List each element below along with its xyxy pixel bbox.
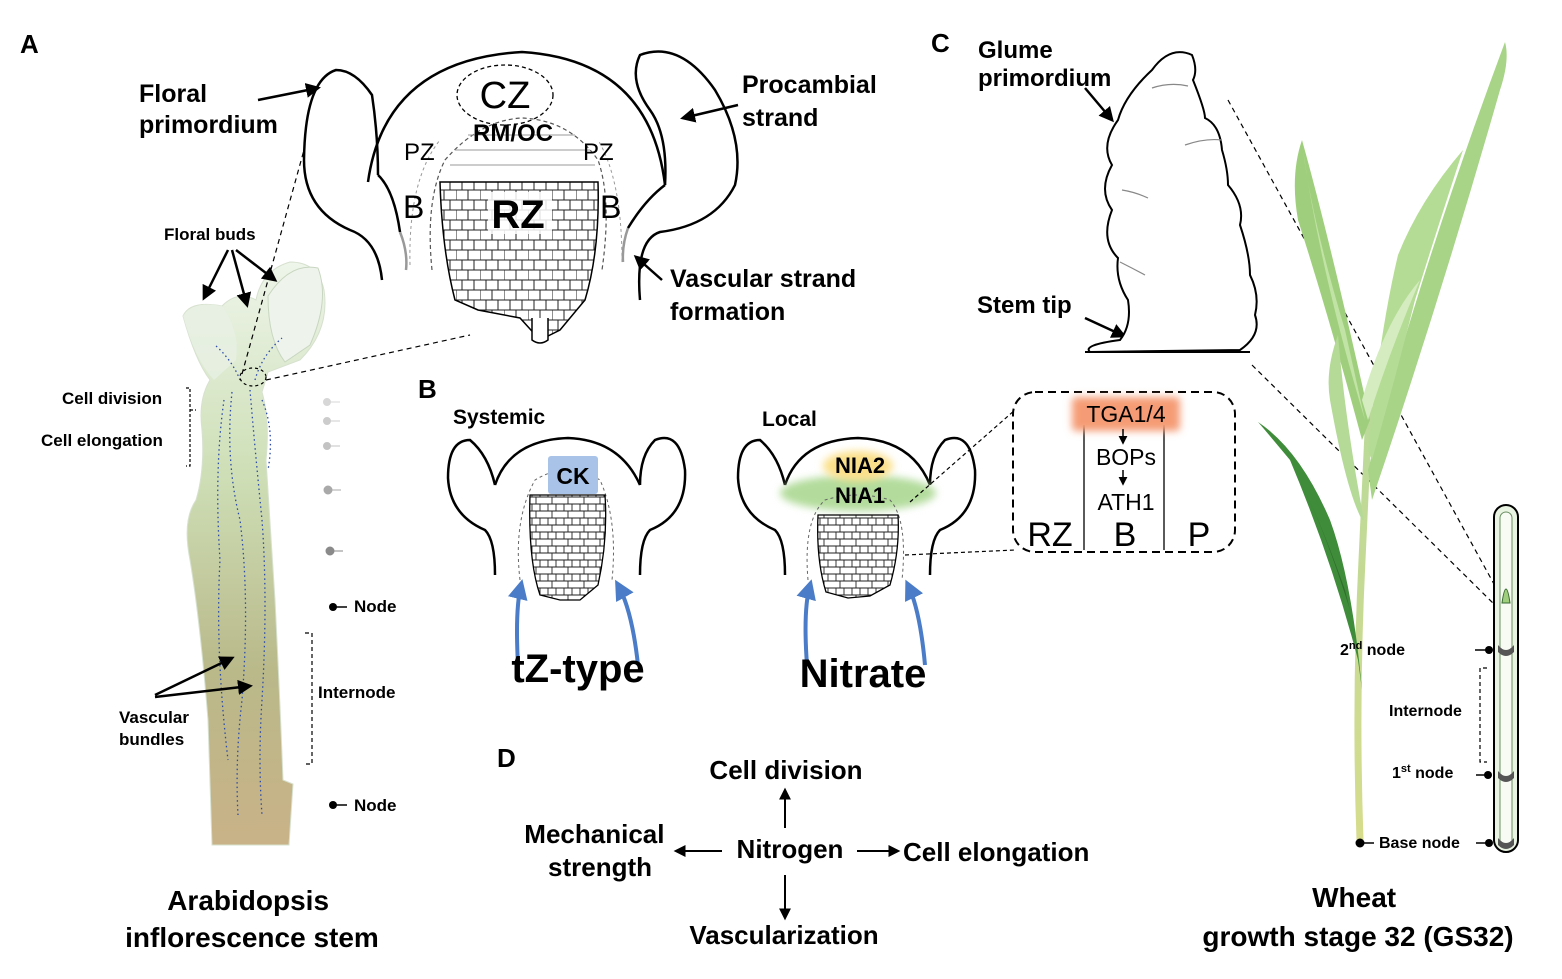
nitrate-arrow-left bbox=[796, 579, 816, 666]
local-label: Local bbox=[762, 408, 817, 431]
tga-label: TGA1/4 bbox=[1086, 401, 1165, 427]
b-right-label: B bbox=[600, 189, 621, 225]
cell-division-label: Cell division bbox=[62, 389, 162, 408]
inset-rz-label: RZ bbox=[1027, 516, 1072, 554]
cz-label: CZ bbox=[480, 75, 531, 117]
panel-d: D Nitrogen Cell division Cell elongation… bbox=[497, 743, 1089, 950]
rm-oc-label: RM/OC bbox=[473, 120, 553, 147]
internode-label-a: Internode bbox=[318, 683, 395, 702]
panel-b: B Systemic Local CK tZ-type NIA2 NIA bbox=[418, 374, 1236, 696]
ck-arrow-left bbox=[508, 579, 528, 666]
rz-label: RZ bbox=[491, 193, 544, 237]
ck-label: CK bbox=[556, 463, 590, 489]
glume-primordium-label: Glume primordium bbox=[978, 37, 1111, 92]
second-node-label: 2nd node bbox=[1340, 640, 1405, 659]
panel-a-letter: A bbox=[20, 29, 39, 59]
regulatory-inset: TGA1/4 BOPs ATH1 RZ B P bbox=[1012, 391, 1236, 554]
panel-c-letter: C bbox=[931, 28, 950, 58]
systemic-label: Systemic bbox=[453, 406, 546, 429]
wheat-spike-diagram bbox=[1085, 51, 1258, 354]
vascular-bundles-label: Vascular bundles bbox=[119, 708, 194, 749]
pz-right-label: PZ bbox=[583, 139, 614, 166]
mechanical-strength-target: Mechanical strength bbox=[524, 819, 671, 882]
vascular-strand-formation-label: Vascular strand formation bbox=[670, 265, 863, 326]
cell-division-target: Cell division bbox=[709, 755, 862, 785]
panel-a: A Floral buds Cell divi bbox=[20, 29, 884, 953]
cell-elongation-label: Cell elongation bbox=[41, 431, 163, 450]
panel-b-letter: B bbox=[418, 374, 437, 404]
arabidopsis-caption: Arabidopsis inflorescence stem bbox=[125, 885, 379, 953]
leaf-scars bbox=[323, 398, 343, 556]
wheat-plant-illustration bbox=[1258, 42, 1507, 841]
nia2-label: NIA2 bbox=[835, 453, 885, 478]
stem-tip-label: Stem tip bbox=[977, 292, 1072, 319]
nitrogen-label: Nitrogen bbox=[737, 834, 844, 864]
bops-label: BOPs bbox=[1096, 444, 1156, 470]
ck-arrow-right bbox=[615, 579, 640, 666]
procambial-strand-label: Procambial strand bbox=[742, 71, 884, 132]
sam-large-diagram: CZ RM/OC PZ PZ RZ B B bbox=[302, 50, 739, 344]
sam-systemic-diagram: CK tZ-type bbox=[446, 436, 687, 691]
arabidopsis-stem bbox=[182, 261, 326, 846]
sam-local-diagram: NIA2 NIA1 Nitrate bbox=[736, 436, 977, 696]
panel-c: C Glume primordium Stem tip bbox=[931, 28, 1519, 952]
inset-b-label: B bbox=[1114, 516, 1137, 554]
panel-d-letter: D bbox=[497, 743, 516, 773]
wheat-stem-section bbox=[1493, 504, 1519, 853]
cell-elongation-target: Cell elongation bbox=[903, 837, 1089, 867]
b-left-label: B bbox=[403, 189, 424, 225]
nia1-label: NIA1 bbox=[835, 483, 885, 508]
pz-left-label: PZ bbox=[404, 139, 435, 166]
nitrate-label: Nitrate bbox=[800, 652, 927, 696]
nitrate-arrow-right bbox=[905, 579, 927, 666]
floral-buds-label: Floral buds bbox=[164, 225, 256, 244]
tz-type-label: tZ-type bbox=[511, 647, 644, 691]
floral-primordium-label: Floral primordium bbox=[139, 80, 278, 139]
node-label-lower: Node bbox=[354, 796, 397, 815]
wheat-caption: Wheat growth stage 32 (GS32) bbox=[1202, 882, 1513, 952]
inset-p-label: P bbox=[1188, 516, 1211, 554]
ath1-label: ATH1 bbox=[1097, 489, 1154, 515]
internode-label-c: Internode bbox=[1389, 703, 1462, 720]
first-node-label: 1st node bbox=[1392, 763, 1453, 782]
vascularization-target: Vascularization bbox=[689, 920, 878, 950]
node-label-upper: Node bbox=[354, 597, 397, 616]
base-node-label: Base node bbox=[1379, 835, 1460, 852]
